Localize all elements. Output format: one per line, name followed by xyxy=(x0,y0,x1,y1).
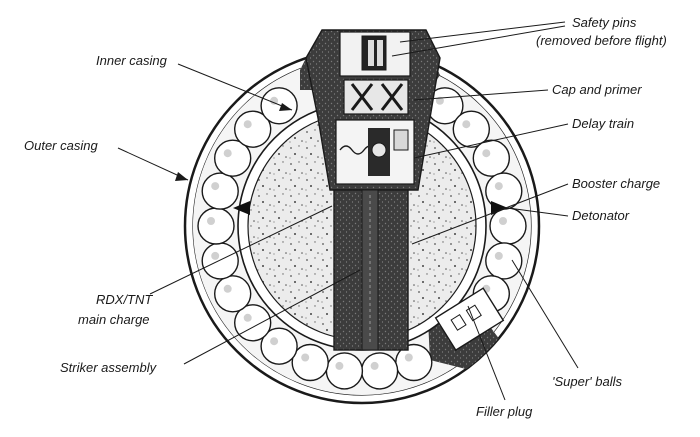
steel-ball xyxy=(452,110,490,148)
label-striker-assembly: Striker assembly xyxy=(60,360,158,375)
steel-ball-highlight xyxy=(223,149,232,158)
steel-ball-highlight xyxy=(482,149,491,158)
steel-ball xyxy=(213,139,252,177)
steel-ball-highlight xyxy=(270,96,279,105)
steel-ball-highlight xyxy=(243,120,252,129)
steel-ball-highlight xyxy=(223,284,232,293)
steel-ball xyxy=(260,327,298,365)
label-safety-pins: Safety pins xyxy=(572,15,637,30)
steel-ball-highlight xyxy=(211,182,220,191)
steel-ball-highlight xyxy=(270,337,279,346)
steel-ball-highlight xyxy=(301,353,310,362)
steel-ball xyxy=(213,275,252,313)
steel-ball-highlight xyxy=(494,251,503,260)
label-filler-plug: Filler plug xyxy=(476,404,533,419)
label-super-balls: 'Super' balls xyxy=(552,374,623,389)
steel-ball-highlight xyxy=(499,217,507,225)
steel-ball xyxy=(360,352,399,390)
callout-labels: Safety pins (removed before flight) Inne… xyxy=(24,15,667,419)
steel-ball xyxy=(325,352,364,390)
fuse-assembly xyxy=(305,29,441,351)
label-main-charge: RDX/TNT xyxy=(96,292,153,307)
steel-ball xyxy=(201,172,239,210)
steel-ball xyxy=(197,207,235,245)
steel-ball xyxy=(201,242,239,280)
steel-ball xyxy=(485,242,523,280)
steel-ball xyxy=(472,139,510,177)
steel-ball-highlight xyxy=(494,182,503,191)
label-delay-train: Delay train xyxy=(572,116,634,131)
label-detonator: Detonator xyxy=(572,208,630,223)
label-inner-casing: Inner casing xyxy=(96,53,168,68)
label-main-charge-note: main charge xyxy=(78,312,150,327)
steel-ball xyxy=(489,207,527,245)
label-cap-and-primer: Cap and primer xyxy=(552,82,642,97)
steel-ball-highlight xyxy=(435,96,444,105)
steel-ball-highlight xyxy=(370,361,379,370)
steel-ball xyxy=(291,343,329,382)
steel-ball xyxy=(260,87,298,125)
steel-ball-highlight xyxy=(211,251,220,260)
leader-lines xyxy=(117,21,579,401)
steel-ball-highlight xyxy=(243,313,252,322)
steel-ball-highlight xyxy=(207,217,215,225)
label-safety-pins-note: (removed before flight) xyxy=(536,33,667,48)
label-outer-casing: Outer casing xyxy=(24,138,98,153)
steel-ball-highlight xyxy=(404,353,413,362)
steel-ball-highlight xyxy=(462,120,471,129)
steel-ball xyxy=(233,110,272,148)
steel-ball-highlight xyxy=(335,361,344,370)
label-booster-charge: Booster charge xyxy=(572,176,660,191)
